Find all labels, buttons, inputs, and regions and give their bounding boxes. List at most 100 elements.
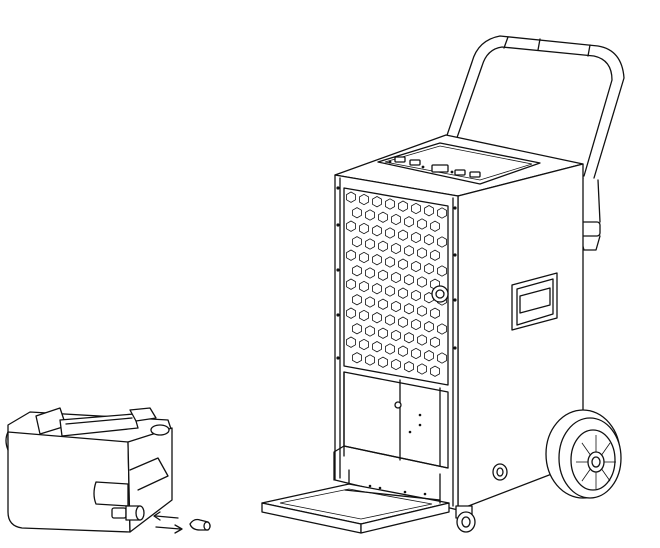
- grille-cell: [399, 317, 408, 327]
- grille-cell: [360, 223, 369, 233]
- grille-cell: [412, 290, 421, 300]
- grille-cell: [386, 344, 395, 354]
- grille-cell: [366, 355, 375, 365]
- grille-cell: [392, 272, 401, 282]
- grille-cell: [386, 199, 395, 209]
- grille-cell: [373, 226, 382, 236]
- grille-cell: [392, 243, 401, 253]
- right-arrow: [156, 525, 182, 533]
- grille-cell: [412, 203, 421, 213]
- grille-cell: [438, 237, 447, 247]
- grille-cell: [366, 326, 375, 336]
- grille-cell: [412, 348, 421, 358]
- frame-screws: [336, 186, 457, 360]
- grille-cell: [405, 217, 414, 227]
- grille-cell: [405, 304, 414, 314]
- grille-cell: [425, 235, 434, 245]
- grille-cell: [379, 328, 388, 338]
- grille-cell: [373, 342, 382, 352]
- wheel-spoke: [582, 469, 590, 481]
- grille-cell: [373, 255, 382, 265]
- bucket-cavity: [334, 372, 448, 480]
- grille-cell: [347, 308, 356, 318]
- grille-cell: [399, 230, 408, 240]
- grille-cell: [386, 257, 395, 267]
- grille-cell: [366, 268, 375, 278]
- grille-cell: [360, 339, 369, 349]
- grille-cell: [412, 232, 421, 242]
- grille-cell: [418, 306, 427, 316]
- grille-cell: [399, 259, 408, 269]
- grille-cell: [347, 279, 356, 289]
- grille-cell: [399, 346, 408, 356]
- grille-cell: [353, 208, 362, 218]
- grille-cell: [399, 201, 408, 211]
- grille-cell: [379, 241, 388, 251]
- grille-cell: [431, 337, 440, 347]
- grille-cell: [405, 333, 414, 343]
- grille-cell: [347, 192, 356, 202]
- grille-cell: [425, 322, 434, 332]
- front-grille: [344, 188, 448, 385]
- grille-cell: [386, 228, 395, 238]
- bucket-drawer: [262, 470, 449, 533]
- grille-cell: [386, 286, 395, 296]
- grille-cell: [347, 337, 356, 347]
- grille-cell: [360, 194, 369, 204]
- grille-cell: [379, 357, 388, 367]
- left-arrow: [154, 512, 178, 520]
- grille-cell: [392, 359, 401, 369]
- grille-cell: [405, 275, 414, 285]
- side-carry-handle: [512, 273, 557, 330]
- grille-cell: [360, 310, 369, 320]
- grille-cell: [412, 319, 421, 329]
- grille-cell: [425, 206, 434, 216]
- grille-cell: [379, 299, 388, 309]
- grille-cell: [392, 330, 401, 340]
- grille-cell: [418, 277, 427, 287]
- grille-cell: [431, 250, 440, 260]
- grille-cell: [431, 308, 440, 318]
- grille-cell: [360, 281, 369, 291]
- wheel: [546, 410, 621, 498]
- grille-cell: [373, 197, 382, 207]
- grille-cell: [353, 353, 362, 363]
- caster: [456, 506, 475, 532]
- grille-cell: [392, 301, 401, 311]
- wheel-spoke: [602, 443, 610, 455]
- grille-cell: [360, 252, 369, 262]
- grille-cell: [438, 266, 447, 276]
- grille-cell: [353, 324, 362, 334]
- water-tank: [6, 408, 172, 532]
- grille-cell: [412, 261, 421, 271]
- drain-port: [493, 464, 507, 480]
- grille-cell: [438, 208, 447, 218]
- grille-cell: [379, 270, 388, 280]
- grille-cell: [425, 264, 434, 274]
- grille-cell: [353, 266, 362, 276]
- grille-cell: [418, 335, 427, 345]
- grille-cell: [431, 221, 440, 231]
- grille-cell: [366, 297, 375, 307]
- grille-cell: [438, 324, 447, 334]
- grille-cell: [347, 250, 356, 260]
- grille-cell: [425, 351, 434, 361]
- grille-cell: [347, 221, 356, 231]
- grille-cell: [431, 366, 440, 376]
- wheel-spoke: [602, 469, 610, 481]
- grille-cell: [386, 315, 395, 325]
- grille-cell: [438, 353, 447, 363]
- grille-cell: [392, 214, 401, 224]
- grille-cell: [399, 288, 408, 298]
- grille-cell: [366, 210, 375, 220]
- grille-cell: [405, 362, 414, 372]
- grille-cell: [418, 248, 427, 258]
- control-panel: [378, 143, 540, 184]
- grille-cell: [373, 284, 382, 294]
- grille-cell: [418, 219, 427, 229]
- grille-cell: [373, 313, 382, 323]
- grille-cell: [353, 237, 362, 247]
- grille-cell: [353, 295, 362, 305]
- grille-cell: [379, 212, 388, 222]
